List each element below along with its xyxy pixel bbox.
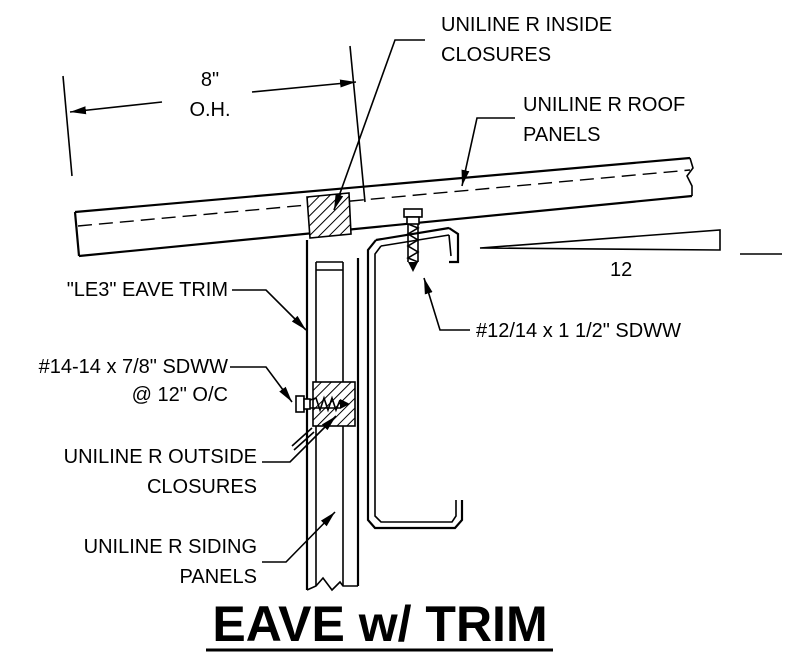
label-outside-closures-1: UNILINE R OUTSIDE [64, 446, 257, 468]
trim-screw [295, 395, 350, 413]
label-roof-panels-1: UNILINE R ROOF [523, 94, 685, 116]
eave-trim [366, 226, 464, 530]
leader-lines [230, 39, 515, 563]
label-overhang-2: O.H. [189, 99, 230, 121]
label-overhang-1: 8" [201, 69, 219, 91]
inside-closure [306, 192, 352, 239]
label-slope-run: 12 [610, 259, 632, 281]
label-roof-screw: #12/14 x 1 1/2" SDWW [476, 320, 681, 342]
label-trim-screw-1: #14-14 x 7/8" SDWW [39, 356, 229, 378]
label-inside-closures-1: UNILINE R INSIDE [441, 14, 612, 36]
label-inside-closures-2: CLOSURES [441, 44, 551, 66]
slope-indicator [479, 229, 782, 255]
label-siding-panels-2: PANELS [180, 566, 257, 588]
label-outside-closures-2: CLOSURES [147, 476, 257, 498]
trim-hem-detail [291, 427, 315, 451]
roof-panel [73, 156, 694, 258]
roof-screw [403, 208, 423, 272]
label-siding-panels-1: UNILINE R SIDING [84, 536, 257, 558]
label-trim-screw-2: @ 12" O/C [132, 384, 228, 406]
label-roof-panels-2: PANELS [523, 124, 600, 146]
overhang-dimension [62, 45, 366, 203]
drawing-title: EAVE w/ TRIM [212, 596, 547, 652]
eave-trim-inner [374, 234, 457, 523]
label-eave-trim: "LE3" EAVE TRIM [67, 279, 228, 301]
